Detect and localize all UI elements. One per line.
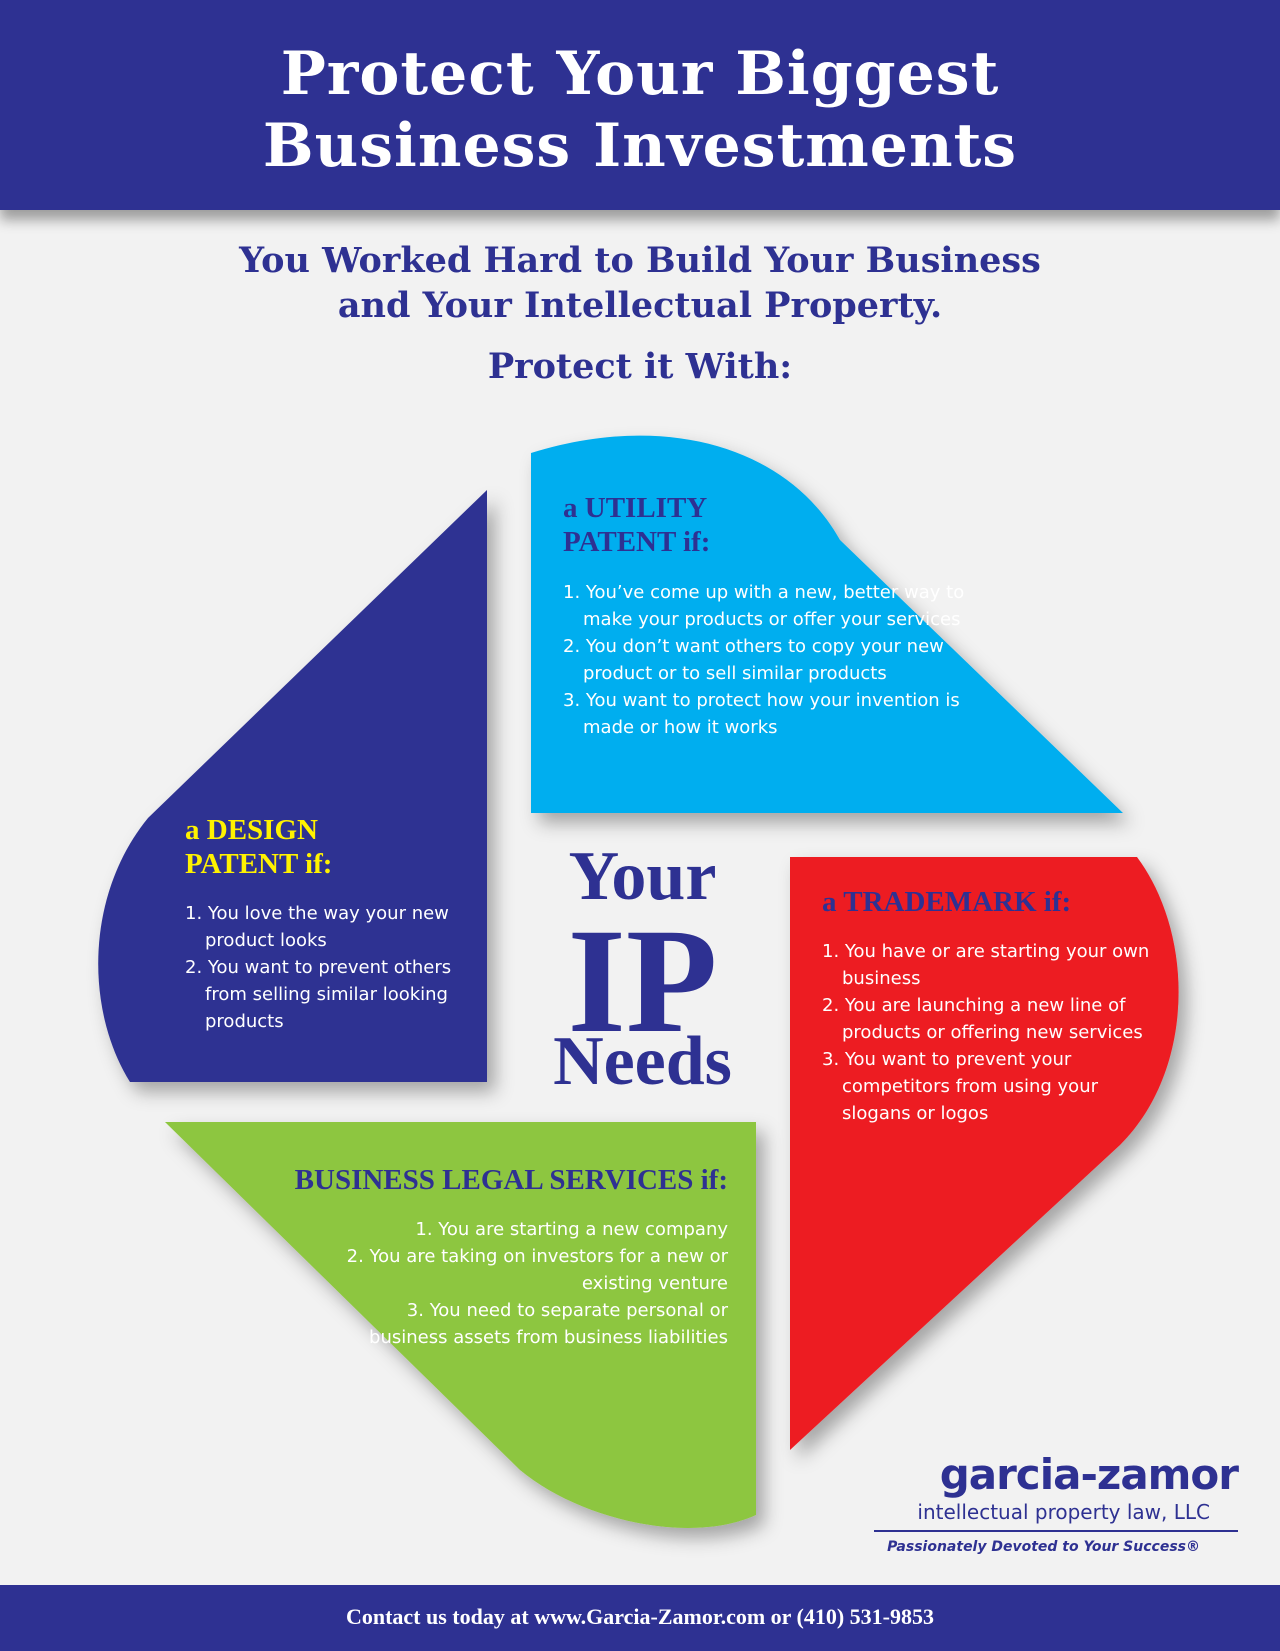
intro-heading: You Worked Hard to Build Your Business a…	[0, 238, 1280, 328]
utility-patent-panel	[531, 435, 1123, 813]
trademark-list: 1. You have or are starting your own bus…	[822, 938, 1152, 1127]
list-item: 3. You want to protect how your inventio…	[563, 690, 960, 738]
page-title-line1: Protect Your Biggest	[280, 39, 1000, 109]
utility-patent-title: a UTILITY PATENT if:	[563, 491, 710, 559]
page-title: Protect Your Biggest Business Investment…	[0, 38, 1280, 182]
list-item: 2. You are launching a new line of produ…	[822, 995, 1143, 1043]
intro-line2: and Your Intellectual Property.	[337, 285, 943, 326]
list-item: 1. You love the way your new product loo…	[185, 903, 449, 951]
list-item: 1. You have or are starting your own bus…	[822, 941, 1150, 989]
intro-line1: You Worked Hard to Build Your Business	[239, 240, 1041, 281]
trademark-title: a TRADEMARK if:	[822, 886, 1072, 918]
company-logo: garcia-zamor intellectual property law, …	[868, 1450, 1239, 1556]
center-word-needs: Needs	[553, 1023, 732, 1100]
design-title-line1: a DESIGN	[185, 814, 318, 846]
design-patent-panel	[98, 490, 487, 1082]
logo-tagline: Passionately Devoted to Your Success®	[887, 1539, 1200, 1555]
logo-name: garcia-zamor	[939, 1450, 1239, 1499]
business-legal-panel	[165, 1122, 756, 1528]
business-legal-title: BUSINESS LEGAL SERVICES if:	[294, 1164, 728, 1196]
utility-patent-list: 1. You’ve come up with a new, better way…	[563, 579, 983, 741]
utility-title-line2: PATENT if:	[563, 526, 711, 558]
logo-subtitle: intellectual property law, LLC	[917, 1500, 1210, 1524]
list-item: 3. You want to prevent your competitors …	[822, 1049, 1098, 1124]
design-patent-list: 1. You love the way your new product loo…	[185, 900, 475, 1035]
list-item: 2. You don’t want others to copy your ne…	[563, 636, 944, 684]
business-legal-list: 1. You are starting a new company 2. You…	[340, 1216, 728, 1351]
contact-text: Contact us today at www.Garcia-Zamor.com…	[345, 1604, 935, 1629]
logo-divider	[874, 1530, 1238, 1532]
list-item: 1. You’ve come up with a new, better way…	[563, 582, 965, 630]
footer-bar: Contact us today at www.Garcia-Zamor.com…	[0, 1585, 1280, 1651]
page-title-line2: Business Investments	[262, 111, 1018, 181]
trademark-panel	[790, 857, 1179, 1450]
list-item: 3. You need to separate personal or busi…	[369, 1300, 728, 1348]
protect-with-heading: Protect it With:	[487, 346, 793, 387]
center-word-ip: IP	[567, 898, 718, 1064]
center-word-your: Your	[568, 838, 717, 915]
list-item: 1. You are starting a new company	[415, 1219, 728, 1240]
list-item: 2. You are taking on investors for a new…	[346, 1246, 728, 1294]
design-title-line2: PATENT if:	[185, 848, 333, 880]
list-item: 2. You want to prevent others from selli…	[185, 957, 452, 1032]
utility-title-line1: a UTILITY	[563, 492, 708, 524]
design-patent-title: a DESIGN PATENT if:	[185, 813, 332, 881]
header-banner: Protect Your Biggest Business Investment…	[0, 0, 1280, 210]
